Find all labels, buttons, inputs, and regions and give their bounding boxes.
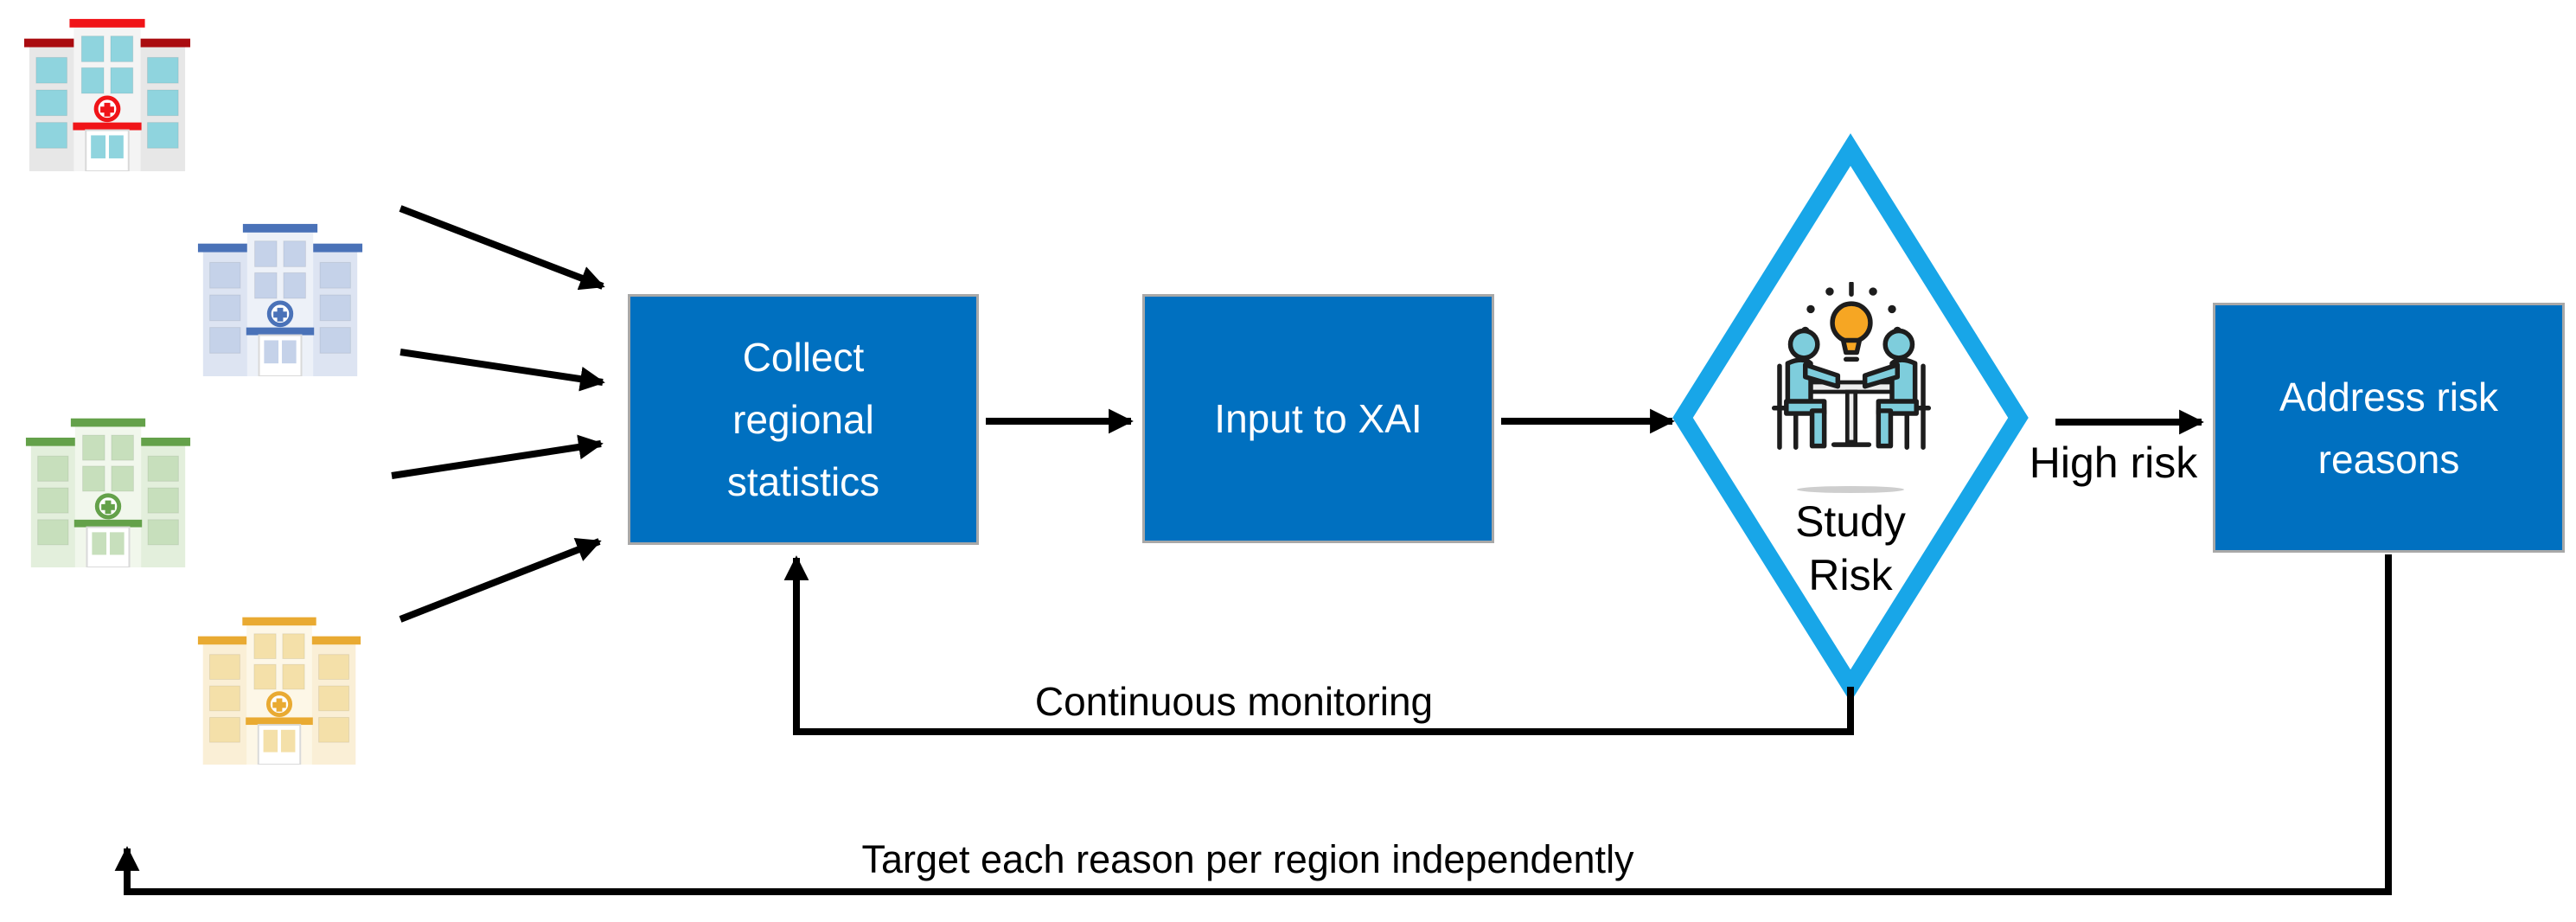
decision-label: Study Risk — [1795, 495, 1906, 602]
box-text-line: Collect — [742, 335, 865, 380]
hospital-icon-green — [23, 412, 193, 567]
hospital-icon-yellow — [195, 611, 363, 765]
hospital-arrow-2 — [400, 349, 605, 392]
discussion-lightbulb-icon — [1770, 282, 1933, 461]
icon-shadow — [1797, 486, 1904, 493]
box-text-line: statistics — [726, 459, 880, 504]
continuous-monitoring-path — [783, 555, 1854, 735]
hospital-icon-red — [22, 12, 193, 171]
high-risk-label: High risk — [2029, 439, 2198, 487]
target-feedback-path — [114, 554, 2392, 895]
hospital-arrow-3 — [391, 434, 604, 479]
hospital-arrow-1 — [399, 205, 605, 291]
decision-label-line: Study — [1795, 497, 1906, 546]
target-feedback-label: Target each reason per region independen… — [861, 837, 1634, 881]
decision-label-line: Risk — [1808, 551, 1893, 599]
hospital-icon-blue — [195, 217, 365, 376]
box-text-line: reasons — [2317, 436, 2460, 482]
address-risk-reasons-box: Address risk reasons — [2213, 303, 2565, 553]
box-text-line: Address risk — [2279, 374, 2499, 419]
box-text-line: Input to XAI — [1214, 396, 1422, 441]
continuous-monitoring-label: Continuous monitoring — [1034, 679, 1434, 724]
collect-regional-statistics-box: Collect regional statistics — [628, 294, 979, 545]
box-text-line: regional — [732, 397, 874, 442]
hospital-arrow-4 — [399, 538, 602, 623]
input-to-xai-box: Input to XAI — [1142, 294, 1494, 543]
